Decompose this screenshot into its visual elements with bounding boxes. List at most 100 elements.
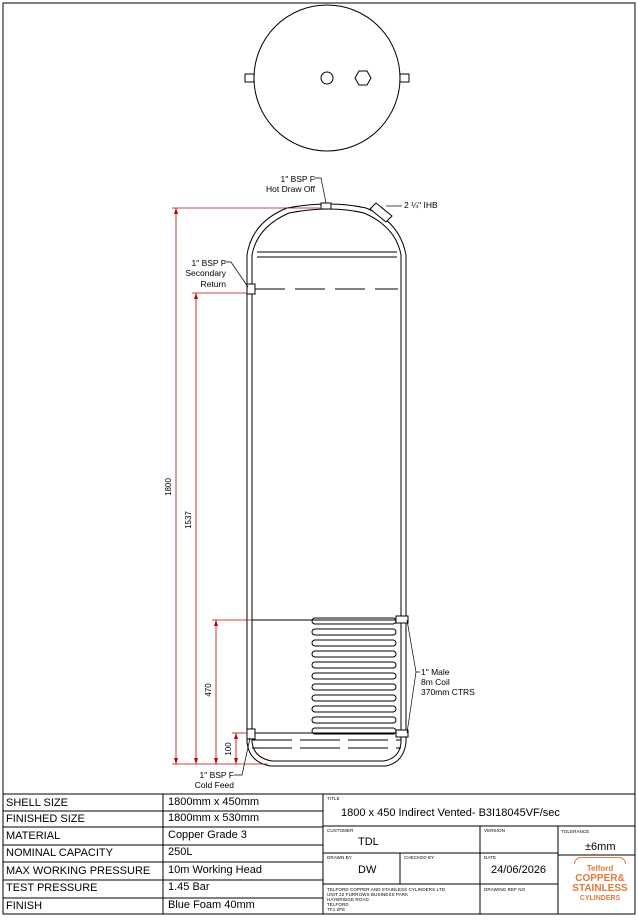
dimensions xyxy=(172,207,320,765)
spec-value: Blue Foam 40mm xyxy=(168,899,255,911)
customer-caption: CUSTOMER xyxy=(327,828,354,833)
spec-row: TEST PRESSURE 1.45 Bar xyxy=(3,880,323,897)
arrow xyxy=(194,758,198,764)
coil-turn xyxy=(311,705,397,713)
version-caption: VERSION xyxy=(484,828,505,833)
plan-port-hex xyxy=(354,70,372,86)
address-line: TF1 2FE xyxy=(327,907,346,912)
arrow xyxy=(174,208,178,214)
label-secondary-1: 1" BSP F xyxy=(191,258,226,268)
logo-line: Telford xyxy=(586,864,614,873)
cold-feed-fitting xyxy=(246,728,256,740)
company-logo: Telford COPPER& STAINLESS CYLINDERS xyxy=(568,857,632,913)
leader-hot-draw xyxy=(314,177,327,204)
coil-turn xyxy=(311,694,397,702)
address-line: TELFORD COPPER AND STAINLESS CYLINDERS L… xyxy=(327,887,446,892)
spec-key: NOMINAL CAPACITY xyxy=(6,847,113,859)
spec-value: 1800mm x 530mm xyxy=(168,812,260,824)
spec-key: TEST PRESSURE xyxy=(6,882,98,894)
arrow xyxy=(214,620,218,626)
label-cold-1: 1" BSP F xyxy=(199,770,234,780)
label-hot-draw-1: 1" BSP F xyxy=(280,174,315,184)
dim-arrows xyxy=(174,208,238,764)
plan-view xyxy=(244,4,410,152)
spec-key: MAX WORKING PRESSURE xyxy=(6,865,151,877)
spec-value: 1.45 Bar xyxy=(168,881,210,893)
arrow xyxy=(234,758,238,764)
label-coil-1: 1" Male xyxy=(421,667,450,677)
coil-turn xyxy=(311,661,397,669)
logo-line: CYLINDERS xyxy=(579,895,621,902)
spec-row: MAX WORKING PRESSURE 10m Working Head xyxy=(3,863,323,880)
spec-key: FINISHED SIZE xyxy=(6,813,85,825)
dim-coil-text: 470 xyxy=(204,683,213,697)
spec-value: 250L xyxy=(168,846,193,858)
dim-secondary-text: 1537 xyxy=(184,511,193,529)
spec-value: 10m Working Head xyxy=(168,864,262,876)
leader-secondary xyxy=(224,261,249,288)
coil-connection-top xyxy=(395,615,409,624)
heating-coil xyxy=(311,617,397,735)
tolerance-caption: TOLERANCE xyxy=(561,829,590,834)
address-line: TELFORD xyxy=(327,902,349,907)
hot-draw-fitting xyxy=(320,202,332,210)
coil-turn xyxy=(311,650,397,658)
spec-row: FINISH Blue Foam 40mm xyxy=(3,898,323,915)
logo-arch xyxy=(574,857,626,864)
tolerance-value: ±6mm xyxy=(585,841,616,853)
logo-line: COPPER& xyxy=(575,873,625,884)
coil-connection-bottom xyxy=(395,729,409,738)
secondary-return-fitting xyxy=(246,283,256,295)
arrow xyxy=(214,758,218,764)
coil-turn xyxy=(311,683,397,691)
label-hot-draw-2: Hot Draw Off xyxy=(266,184,316,194)
dim-cold-text: 100 xyxy=(224,742,233,756)
spec-row: NOMINAL CAPACITY 250L xyxy=(3,845,323,862)
label-secondary-3: Return xyxy=(200,279,226,289)
title-caption: TITLE xyxy=(327,796,340,801)
logo-line: STAINLESS xyxy=(572,883,628,894)
drawn-by-value: DW xyxy=(358,864,377,876)
date-caption: DATE xyxy=(484,855,497,860)
coil-turn xyxy=(311,727,397,735)
drawing-ref-caption: DRAWING REF NO xyxy=(484,887,526,892)
spec-key: SHELL SIZE xyxy=(6,797,68,809)
date-value: 24/06/2026 xyxy=(491,864,547,876)
leader-coil-bottom xyxy=(406,671,417,734)
drawing-title: 1800 x 450 Indirect Vented- B3I18045VF/s… xyxy=(341,807,560,819)
coil-turn xyxy=(311,672,397,680)
coil-turn xyxy=(311,639,397,647)
customer-value: TDL xyxy=(358,836,379,848)
plan-lug-right xyxy=(399,73,410,83)
coil-turn xyxy=(311,628,397,636)
arrow xyxy=(194,293,198,299)
coil-turn xyxy=(311,617,397,625)
spec-row: FINISHED SIZE 1800mm x 530mm xyxy=(3,811,323,828)
cylinder-elevation xyxy=(246,202,409,767)
leaders xyxy=(224,177,420,776)
checked-by-caption: CHECKED BY xyxy=(404,855,435,860)
label-coil-2: 8m Coil xyxy=(421,677,450,687)
label-secondary-2: Secondary xyxy=(185,268,226,278)
spec-key: FINISH xyxy=(6,900,43,912)
company-address: TELFORD COPPER AND STAINLESS CYLINDERS L… xyxy=(327,887,445,912)
address-line: HAYBRIDGE ROAD xyxy=(327,897,369,902)
spec-key: MATERIAL xyxy=(6,830,61,842)
label-ihb: 2 ¼" IHB xyxy=(404,200,438,210)
dim-overall-text: 1800 xyxy=(164,478,173,496)
shell-inner xyxy=(251,208,402,762)
shell-outer xyxy=(246,203,407,767)
plan-circle xyxy=(253,4,401,152)
ihb-boss xyxy=(369,202,393,223)
coil-turn xyxy=(311,716,397,724)
arrow xyxy=(174,758,178,764)
label-coil-3: 370mm CTRS xyxy=(421,687,475,697)
label-cold-2: Cold Feed xyxy=(195,780,234,790)
title-block-grid xyxy=(3,793,635,914)
